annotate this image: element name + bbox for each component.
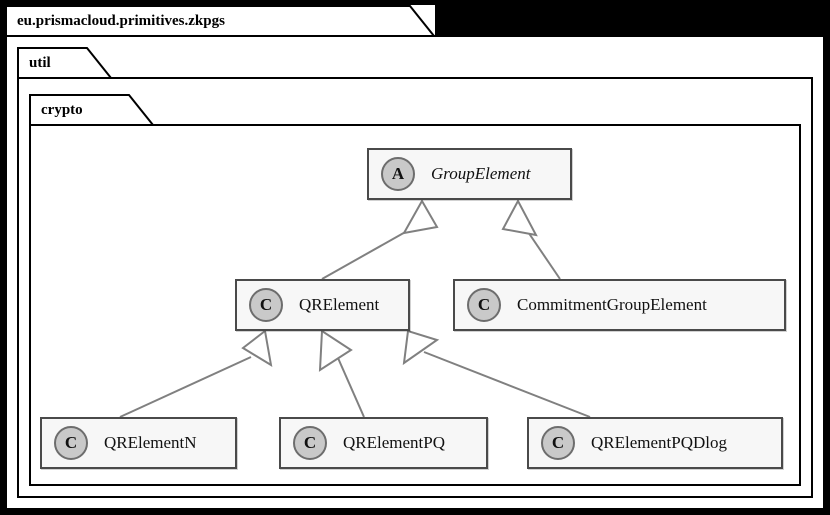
package-tab-crypto-label: crypto — [41, 101, 83, 118]
class-box-commitmentgroupelement[interactable]: C CommitmentGroupElement — [453, 279, 786, 331]
class-name-qrelementn: QRElementN — [104, 433, 197, 452]
class-badge: C — [467, 288, 501, 322]
class-badge: C — [249, 288, 283, 322]
package-tab-util-label: util — [29, 54, 51, 71]
class-box-qrelementpq[interactable]: C QRElementPQ — [279, 417, 488, 469]
class-name-commitmentgroupelement: CommitmentGroupElement — [517, 295, 707, 314]
package-tab-util: util — [17, 47, 112, 79]
class-box-qrelementpqdlog[interactable]: C QRElementPQDlog — [527, 417, 783, 469]
class-name-groupelement: GroupElement — [431, 164, 531, 183]
abstract-class-badge: A — [381, 157, 415, 191]
class-name-qrelementpq: QRElementPQ — [343, 433, 445, 452]
class-box-qrelement[interactable]: C QRElement — [235, 279, 410, 331]
class-box-groupelement[interactable]: A GroupElement — [367, 148, 572, 200]
package-tab-root: eu.prismacloud.primitives.zkpgs — [5, 5, 435, 37]
class-badge: C — [54, 426, 88, 460]
class-badge: C — [541, 426, 575, 460]
class-name-qrelement: QRElement — [299, 295, 380, 314]
package-tab-root-label: eu.prismacloud.primitives.zkpgs — [17, 12, 225, 29]
class-badge: C — [293, 426, 327, 460]
class-box-qrelementn[interactable]: C QRElementN — [40, 417, 237, 469]
package-tab-crypto: crypto — [29, 94, 154, 126]
class-name-qrelementpqdlog: QRElementPQDlog — [591, 433, 727, 452]
